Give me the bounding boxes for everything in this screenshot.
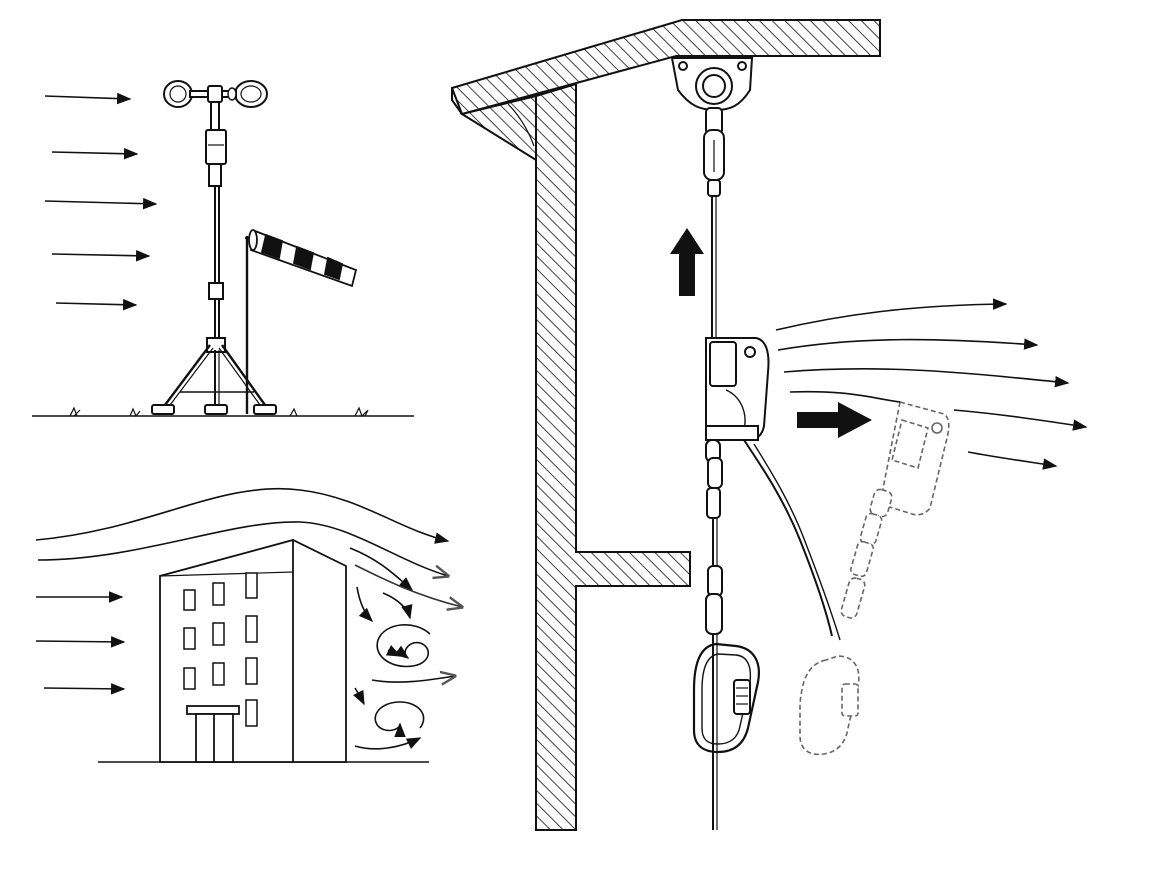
building-turbulence-panel [35, 487, 462, 763]
vertical-wall [535, 82, 691, 831]
push-arrow [797, 402, 872, 438]
windsock-icon [245, 229, 358, 414]
anemometer-cup [234, 80, 268, 108]
anchor-eyebolt-icon [670, 57, 754, 197]
building-icon [159, 539, 347, 763]
lift-arrow [670, 228, 704, 296]
wind-arrow [44, 197, 158, 210]
wind-arrow [953, 409, 1088, 431]
turbulence-eddies [349, 547, 462, 750]
lifeline-rope [711, 196, 718, 830]
wind-arrow [51, 147, 139, 160]
anemometer-mast-icon [151, 80, 277, 415]
wind-arrow [783, 367, 1070, 388]
wind-arrow [967, 451, 1058, 470]
ground-line [32, 406, 414, 418]
wind-arrow [777, 338, 1039, 351]
ghost-displaced-device-icon [799, 401, 950, 756]
lanyard-connector [705, 439, 723, 635]
anemometer-cup [163, 80, 193, 108]
wind-arrow [44, 92, 132, 105]
wind-direction-arrows [44, 92, 158, 311]
wind-arrow [55, 298, 138, 311]
wind-arrow [51, 249, 151, 262]
airflow-streamlines [35, 487, 448, 695]
overhead-beam [450, 19, 881, 162]
wind-measurement-panel [32, 80, 414, 418]
lanyard [743, 439, 841, 641]
wind-arrows [775, 298, 1088, 470]
wind-arrow [789, 390, 901, 403]
rope-grab-device-icon [705, 337, 770, 441]
carabiner-icon [692, 642, 760, 754]
wind-arrow [775, 298, 1008, 331]
fall-arrest-panel [450, 19, 1088, 831]
